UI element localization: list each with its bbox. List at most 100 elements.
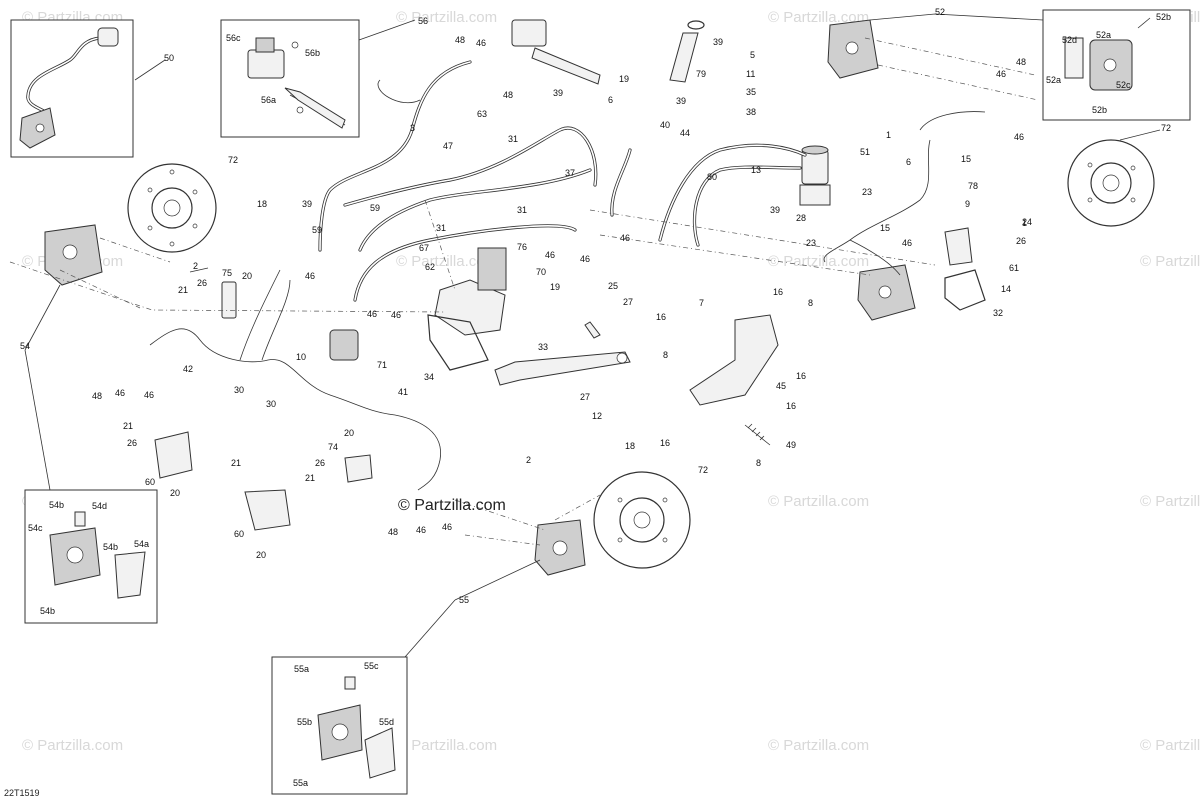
- valve-71: [329, 329, 359, 361]
- callout-label: 46: [580, 254, 590, 264]
- callout-label: 25: [608, 281, 618, 291]
- callout-label: 46: [416, 525, 426, 535]
- callout-label: 37: [565, 168, 575, 178]
- callout-label: 9: [965, 199, 970, 209]
- callout-label: 33: [538, 342, 548, 352]
- callout-label: 54: [20, 341, 30, 351]
- callout-label: 44: [680, 128, 690, 138]
- callout-label: 46: [442, 522, 452, 532]
- callout-label: 11: [746, 69, 755, 79]
- callout-label: 46: [115, 388, 125, 398]
- callout-label: 54c: [28, 523, 43, 533]
- brake-disc-left: [127, 163, 217, 253]
- callout-label: 54b: [103, 542, 118, 552]
- callout-label: 55d: [379, 717, 394, 727]
- callout-label: 26: [1016, 236, 1026, 246]
- callout-label: 14: [1001, 284, 1011, 294]
- watermark: © Partzilla.com: [396, 253, 497, 270]
- bracket-61: [944, 227, 973, 266]
- callout-label: 32: [993, 308, 1003, 318]
- callout-label: 56c: [226, 33, 241, 43]
- callout-label: 30: [234, 385, 244, 395]
- cover-32: [944, 269, 986, 311]
- callout-label: 52: [935, 7, 945, 17]
- callout-label: 39: [553, 88, 563, 98]
- master-cylinder-upper: [511, 19, 601, 85]
- sleeve-79: [669, 20, 705, 83]
- callout-label: 13: [751, 165, 761, 175]
- callout-label: 20: [170, 488, 180, 498]
- callout-label: 20: [242, 271, 252, 281]
- callout-label: 48: [388, 527, 398, 537]
- callout-label: 16: [773, 287, 783, 297]
- bracket-60-upper: [154, 431, 193, 479]
- brake-caliper-left: [44, 224, 103, 286]
- callout-label: 21: [231, 458, 241, 468]
- callout-label: 8: [756, 458, 761, 468]
- callout-label: 54d: [92, 501, 107, 511]
- callout-label: 16: [796, 371, 806, 381]
- callout-label: 46: [367, 309, 377, 319]
- brake-caliper-right: [857, 264, 916, 321]
- callout-label: 52c: [1116, 80, 1131, 90]
- callout-label: 62: [425, 262, 435, 272]
- callout-label: 39: [770, 205, 780, 215]
- callout-label: 52d: [1062, 35, 1077, 45]
- callout-label: 71: [377, 360, 387, 370]
- callout-label: 21: [305, 473, 315, 483]
- callout-label: 12: [592, 411, 602, 421]
- callout-label: 78: [968, 181, 978, 191]
- callout-label: 48: [503, 90, 513, 100]
- callout-label: 7: [699, 298, 704, 308]
- callout-label: 23: [806, 238, 816, 248]
- callout-label: 70: [536, 267, 546, 277]
- callout-label: 20: [256, 550, 266, 560]
- callout-label: 55: [459, 595, 469, 605]
- callout-label: 26: [127, 438, 137, 448]
- watermark: © Partzilla.com: [1140, 737, 1200, 754]
- callout-label: 74: [328, 442, 338, 452]
- callout-label: 46: [996, 69, 1006, 79]
- callout-label: 31: [508, 134, 518, 144]
- callout-label: 41: [398, 387, 408, 397]
- callout-label: 80: [707, 172, 717, 182]
- callout-label: 8: [808, 298, 813, 308]
- callout-label: 50: [164, 53, 174, 63]
- watermark: © Partzilla.com: [1140, 493, 1200, 510]
- callout-label: 49: [786, 440, 796, 450]
- callout-label: 59: [370, 203, 380, 213]
- callout-label: 60: [145, 477, 155, 487]
- actuator-75: [221, 281, 237, 319]
- callout-label: 5: [750, 50, 755, 60]
- callout-label: 39: [302, 199, 312, 209]
- abs-module-70: [434, 247, 507, 336]
- callout-label: 16: [786, 401, 796, 411]
- callout-label: 42: [183, 364, 193, 374]
- callout-label: 61: [1009, 263, 1019, 273]
- callout-label: 1: [1022, 218, 1027, 228]
- watermark: © Partzilla.com: [768, 9, 869, 26]
- callout-label: 30: [266, 399, 276, 409]
- callout-label: 46: [391, 310, 401, 320]
- callout-label: 21: [123, 421, 133, 431]
- brake-pedal-33: [494, 321, 631, 386]
- callout-label: 56: [418, 16, 428, 26]
- callout-label: 46: [545, 250, 555, 260]
- callout-label: 72: [228, 155, 238, 165]
- watermark: © Partzilla.com: [22, 737, 123, 754]
- bracket-45: [689, 314, 779, 406]
- callout-label: 51: [860, 147, 870, 157]
- gasket-34: [427, 314, 489, 371]
- callout-label: 23: [862, 187, 872, 197]
- callout-label: 27: [580, 392, 590, 402]
- leader-lines: [24, 13, 1161, 658]
- callout-label: 8: [663, 350, 668, 360]
- callout-label: 46: [620, 233, 630, 243]
- callout-label: 48: [92, 391, 102, 401]
- callout-label: 24: [1022, 217, 1032, 227]
- callout-label: 26: [315, 458, 325, 468]
- watermark: © Partzilla.com: [1140, 253, 1200, 270]
- brake-caliper-lower: [534, 519, 586, 576]
- callout-label: 56b: [305, 48, 320, 58]
- callout-label: 27: [623, 297, 633, 307]
